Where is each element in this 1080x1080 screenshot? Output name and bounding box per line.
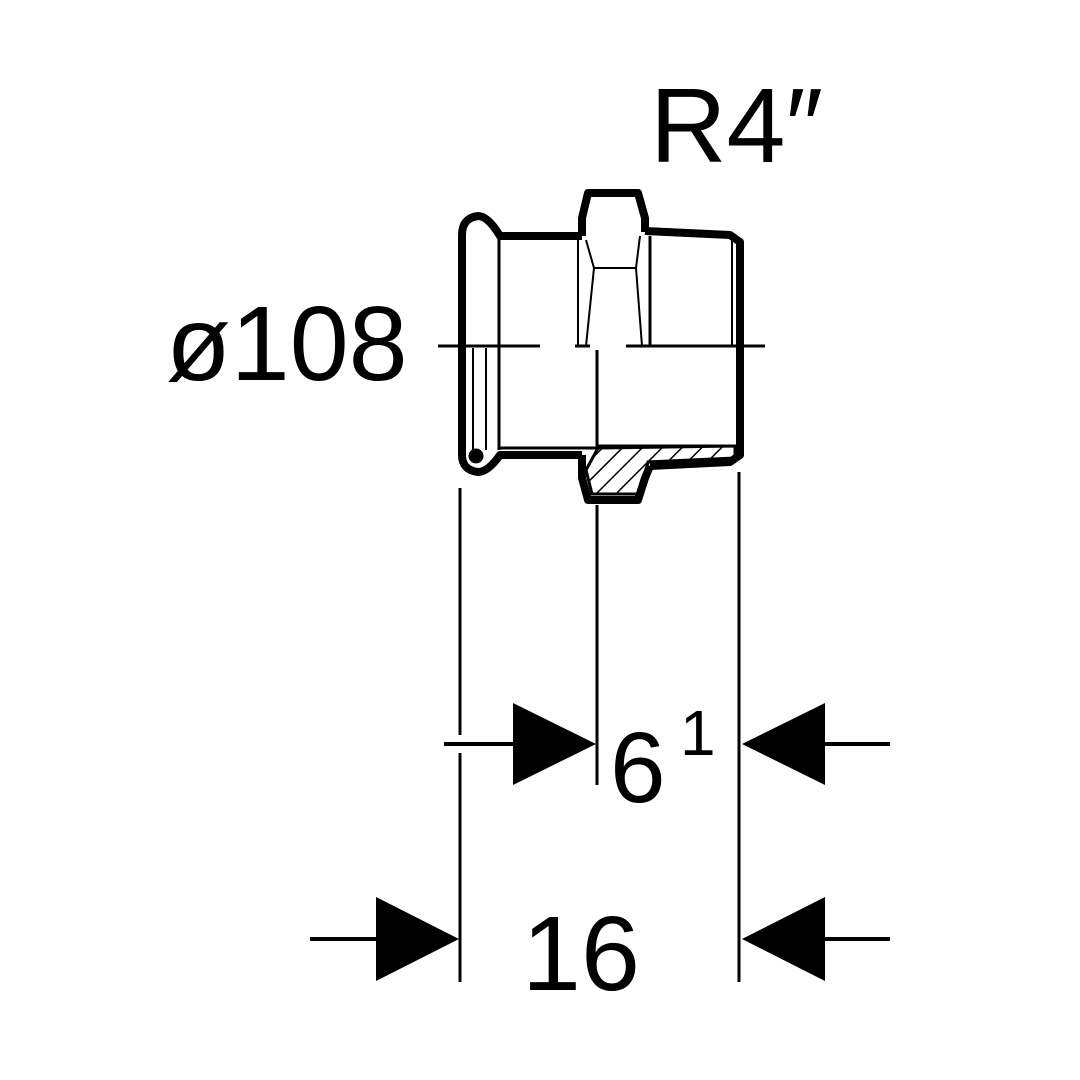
dim-inner-superscript: 1 [680, 697, 716, 769]
fitting-inner-lines [468, 235, 735, 464]
dimension-inner: 6 1 [444, 697, 890, 824]
arrow-left-icon [742, 703, 825, 785]
arrow-right-icon [513, 703, 596, 785]
hex-collar-top [578, 189, 649, 236]
dimension-total: 16 [310, 895, 890, 1013]
section-hatch [584, 444, 737, 496]
thread-label: R4″ [650, 67, 823, 185]
socket-bottom [458, 451, 582, 476]
dim-total-value: 16 [522, 895, 640, 1013]
thread-top [644, 227, 744, 470]
socket-end [458, 212, 582, 455]
arrow-left-icon [742, 897, 825, 981]
dim-inner-value: 6 [610, 712, 666, 824]
extension-lines [458, 472, 741, 982]
arrow-right-icon [376, 897, 459, 981]
diameter-label: ø108 [166, 285, 408, 403]
